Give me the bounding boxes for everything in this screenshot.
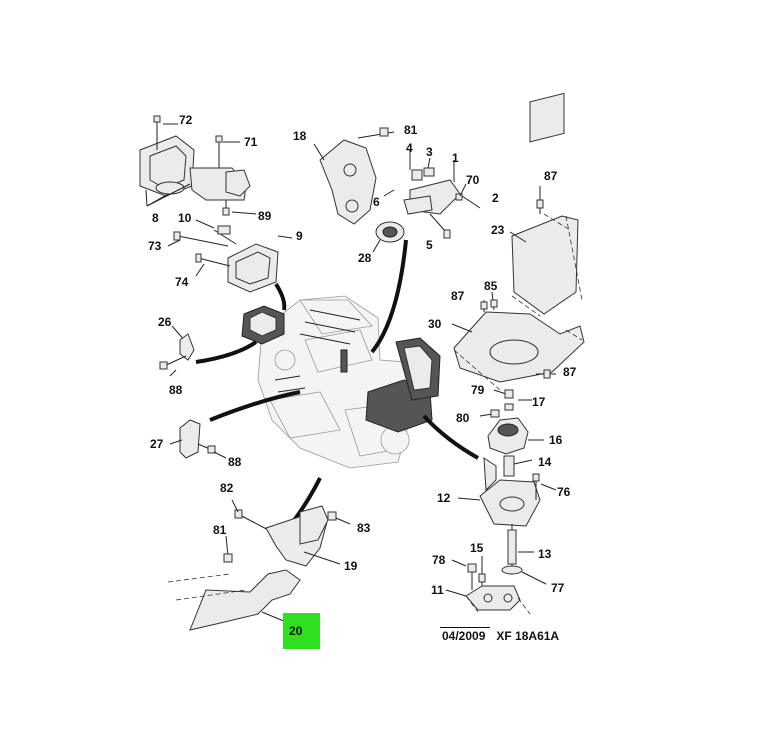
callout-16[interactable]: 16	[549, 433, 563, 447]
callout-71[interactable]: 71	[244, 135, 258, 149]
callout-11[interactable]: 11	[431, 583, 444, 597]
callout-10[interactable]: 10	[178, 211, 192, 225]
callout-17[interactable]: 17	[532, 395, 546, 409]
callout-87-right[interactable]: 87	[563, 365, 577, 379]
callout-28[interactable]: 28	[358, 251, 372, 265]
mount-top-left	[139, 115, 257, 216]
upper-left-mount-dark	[241, 305, 285, 345]
callout-88-lower[interactable]: 88	[228, 455, 242, 469]
callout-19[interactable]: 19	[344, 559, 358, 573]
callout-87-top[interactable]: 87	[544, 169, 558, 183]
callout-12[interactable]: 12	[437, 491, 451, 505]
callout-2[interactable]: 2	[492, 191, 499, 205]
callout-81-bottom[interactable]: 81	[213, 523, 227, 537]
callout-82[interactable]: 82	[220, 481, 234, 495]
mount-left-mid	[159, 325, 227, 459]
battery-tray-bracket	[451, 92, 585, 391]
callout-5[interactable]: 5	[426, 238, 433, 252]
callout-73[interactable]: 73	[148, 239, 162, 253]
mount-top-center	[313, 127, 481, 253]
callout-20[interactable]: 20	[289, 624, 303, 638]
diagram-code: XF 18A61A	[496, 629, 560, 643]
callout-3[interactable]: 3	[426, 145, 433, 159]
callout-78[interactable]: 78	[432, 553, 446, 567]
callout-88-left[interactable]: 88	[169, 383, 183, 397]
callout-15[interactable]: 15	[470, 541, 484, 555]
callout-70[interactable]: 70	[466, 173, 480, 187]
callout-23[interactable]: 23	[491, 223, 505, 237]
callout-1[interactable]: 1	[452, 151, 459, 165]
callout-87-mid[interactable]: 87	[451, 289, 465, 303]
callout-6[interactable]: 6	[373, 195, 380, 209]
callout-14[interactable]: 14	[538, 455, 552, 469]
callout-85[interactable]: 85	[484, 279, 498, 293]
callout-74[interactable]: 74	[175, 275, 189, 289]
callout-4[interactable]: 4	[406, 141, 413, 155]
highlight-part-20	[283, 613, 320, 649]
callout-18[interactable]: 18	[293, 129, 307, 143]
callout-89[interactable]: 89	[258, 209, 272, 223]
revision-date: 04/2009	[440, 627, 491, 643]
gearbox-mount-dark	[365, 337, 441, 433]
callout-72[interactable]: 72	[179, 113, 193, 127]
callout-83[interactable]: 83	[357, 521, 371, 535]
mount-lower-right	[445, 389, 557, 615]
callout-80[interactable]: 80	[456, 411, 470, 425]
callout-26[interactable]: 26	[158, 315, 172, 329]
callout-8[interactable]: 8	[152, 211, 159, 225]
callout-77[interactable]: 77	[551, 581, 565, 595]
callout-79[interactable]: 79	[471, 383, 485, 397]
callout-76[interactable]: 76	[557, 485, 571, 499]
mount-bottom-left	[167, 499, 351, 631]
callout-27[interactable]: 27	[150, 437, 164, 451]
callout-13[interactable]: 13	[538, 547, 552, 561]
callout-30[interactable]: 30	[428, 317, 442, 331]
diagram-reference: 04/2009 XF 18A61A	[440, 627, 559, 643]
callout-9[interactable]: 9	[296, 229, 303, 243]
mount-9	[167, 219, 293, 293]
pointer-lines	[195, 239, 479, 540]
callout-81-top[interactable]: 81	[404, 123, 418, 137]
